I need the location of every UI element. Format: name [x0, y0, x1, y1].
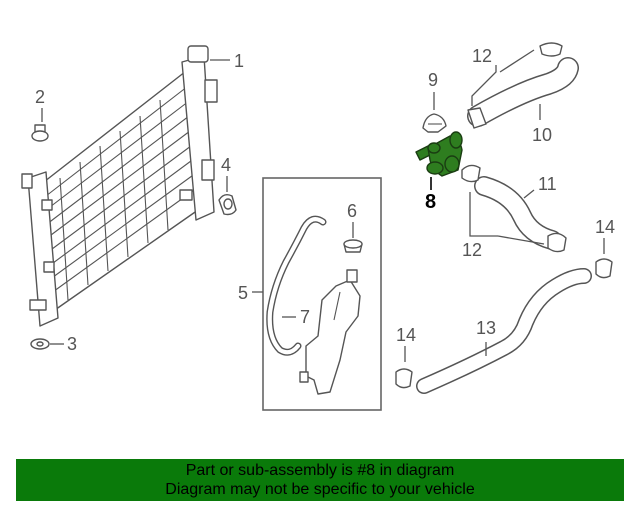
hose-clamp-lower-a: [461, 164, 481, 183]
callout-7: 7: [300, 307, 310, 327]
bypass-hose: [475, 177, 561, 249]
drain-plug: [31, 124, 49, 142]
callout-12-upper: 12: [472, 46, 492, 66]
callout-4: 4: [221, 155, 231, 175]
callout-11: 11: [538, 174, 557, 194]
reservoir-cap: [343, 239, 363, 253]
hose-clamp-14-right: [595, 258, 613, 279]
upper-hose: [468, 58, 578, 126]
mount-bushing: [218, 193, 237, 216]
callout-8: 8: [425, 191, 436, 213]
reservoir-tank: [299, 269, 361, 395]
callout-12-lower: 12: [462, 240, 482, 260]
washer: [30, 338, 50, 350]
callout-9: 9: [428, 70, 438, 90]
lower-hose: [417, 269, 591, 393]
reservoir-hose: [267, 217, 326, 355]
filler-cap: [422, 113, 447, 133]
info-banner: Part or sub-assembly is #8 in diagram Di…: [16, 459, 624, 501]
callout-6: 6: [347, 201, 357, 221]
callout-14-right: 14: [595, 217, 615, 237]
callout-5: 5: [238, 283, 248, 303]
reservoir-kit-box: [262, 177, 382, 411]
banner-line-1: Part or sub-assembly is #8 in diagram: [185, 462, 455, 479]
callout-2: 2: [35, 87, 45, 107]
thermostat-housing-highlighted: [415, 131, 463, 177]
callout-3: 3: [67, 334, 77, 354]
hose-clamp-14-left: [395, 368, 413, 389]
radiator: [21, 45, 218, 327]
parts-diagram: 1 2 3 4 5 6 7: [21, 42, 615, 411]
callout-13: 13: [476, 318, 496, 338]
callout-14-left: 14: [396, 325, 416, 345]
hose-clamp-lower-b: [547, 232, 567, 253]
callout-10: 10: [532, 125, 552, 145]
hose-clamp-upper-a: [539, 42, 563, 57]
callout-1: 1: [234, 51, 244, 71]
hose-clamp-upper-b: [467, 107, 487, 129]
banner-line-2: Diagram may not be specific to your vehi…: [165, 481, 475, 498]
